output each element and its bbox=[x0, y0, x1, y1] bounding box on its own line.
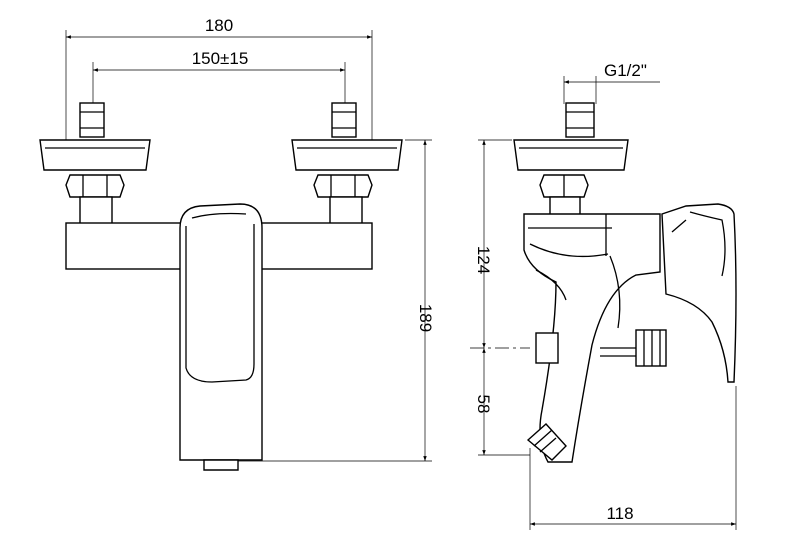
right-inlet-connector bbox=[291, 102, 403, 226]
side-lever-handle bbox=[661, 203, 737, 383]
outlet-height-label: 58 bbox=[474, 395, 493, 414]
dimension-overall-width: 180 bbox=[65, 16, 373, 140]
side-inlet-connector bbox=[513, 102, 629, 222]
dimension-thread: G1/2" bbox=[563, 61, 660, 104]
overall-height-label: 189 bbox=[416, 304, 435, 332]
dimension-projection: 118 bbox=[529, 386, 737, 530]
diverter-knob bbox=[535, 329, 667, 367]
dimension-outlet-height: 58 bbox=[474, 348, 530, 456]
dimension-center-distance: 150±15 bbox=[92, 49, 346, 105]
dimension-overall-height: 189 bbox=[238, 139, 435, 462]
projection-depth-label: 118 bbox=[606, 504, 633, 523]
front-view: 180 150±15 bbox=[39, 16, 435, 471]
side-view: G1/2" bbox=[470, 61, 737, 530]
thread-size-label: G1/2" bbox=[604, 61, 647, 80]
center-distance-label: 150±15 bbox=[192, 49, 249, 68]
left-inlet-connector bbox=[39, 102, 151, 226]
dimension-inlet-height: 124 bbox=[474, 139, 512, 348]
inlet-height-label: 124 bbox=[474, 246, 493, 274]
lever-handle bbox=[179, 203, 263, 471]
spout-outlet bbox=[526, 423, 567, 461]
overall-width-label: 180 bbox=[205, 16, 233, 35]
